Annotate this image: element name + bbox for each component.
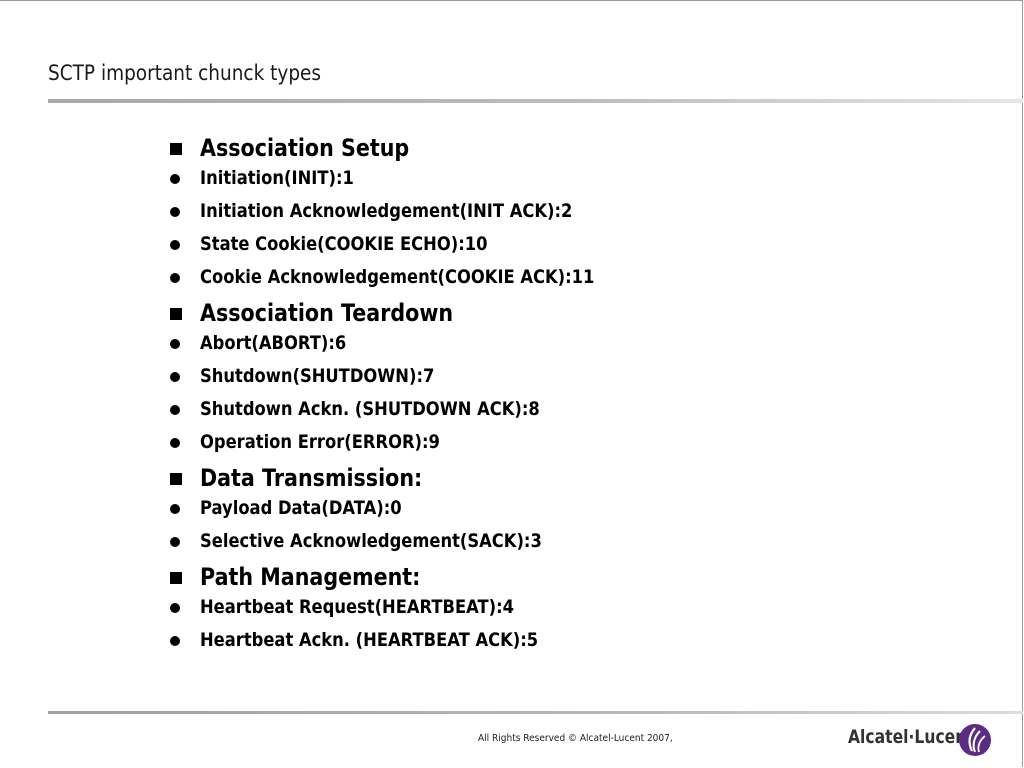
item-label: Data Transmission:	[200, 464, 423, 492]
round-bullet-icon	[170, 603, 180, 613]
round-bullet-icon	[170, 636, 180, 646]
item-label: State Cookie(COOKIE ECHO):10	[200, 233, 488, 255]
round-bullet-icon	[170, 537, 180, 547]
slide-title: SCTP important chunck types	[48, 61, 322, 85]
square-bullet-icon	[170, 143, 182, 155]
round-bullet-icon	[170, 504, 180, 514]
item-label: Shutdown(SHUTDOWN):7	[200, 365, 435, 387]
round-bullet-icon	[170, 438, 180, 448]
item-label: Association Teardown	[200, 299, 454, 327]
item-label: Association Setup	[200, 134, 410, 162]
round-bullet-icon	[170, 240, 180, 250]
item-label: Shutdown Ackn. (SHUTDOWN ACK):8	[200, 398, 540, 420]
square-bullet-icon	[170, 308, 182, 320]
square-bullet-icon	[170, 473, 182, 485]
item-label: Payload Data(DATA):0	[200, 497, 402, 519]
copyright-text: All Rights Reserved © Alcatel-Lucent 200…	[478, 733, 673, 744]
item-label: Heartbeat Request(HEARTBEAT):4	[200, 596, 515, 618]
item-label: Initiation(INIT):1	[200, 167, 354, 189]
round-bullet-icon	[170, 339, 180, 349]
square-bullet-icon	[170, 572, 182, 584]
alcatel-lucent-logo-icon	[959, 724, 991, 756]
footer-divider	[48, 711, 1023, 714]
brand-name: Alcatel·Lucent	[848, 726, 974, 748]
item-label: Heartbeat Ackn. (HEARTBEAT ACK):5	[200, 629, 539, 651]
item-label: Path Management:	[200, 563, 421, 591]
item-label: Cookie Acknowledgement(COOKIE ACK):11	[200, 266, 595, 288]
item-label: Selective Acknowledgement(SACK):3	[200, 530, 542, 552]
round-bullet-icon	[170, 273, 180, 283]
round-bullet-icon	[170, 207, 180, 217]
title-divider	[48, 99, 1023, 103]
round-bullet-icon	[170, 174, 180, 184]
item-label: Abort(ABORT):6	[200, 332, 347, 354]
round-bullet-icon	[170, 372, 180, 382]
item-label: Initiation Acknowledgement(INIT ACK):2	[200, 200, 573, 222]
item-label: Operation Error(ERROR):9	[200, 431, 440, 453]
round-bullet-icon	[170, 405, 180, 415]
